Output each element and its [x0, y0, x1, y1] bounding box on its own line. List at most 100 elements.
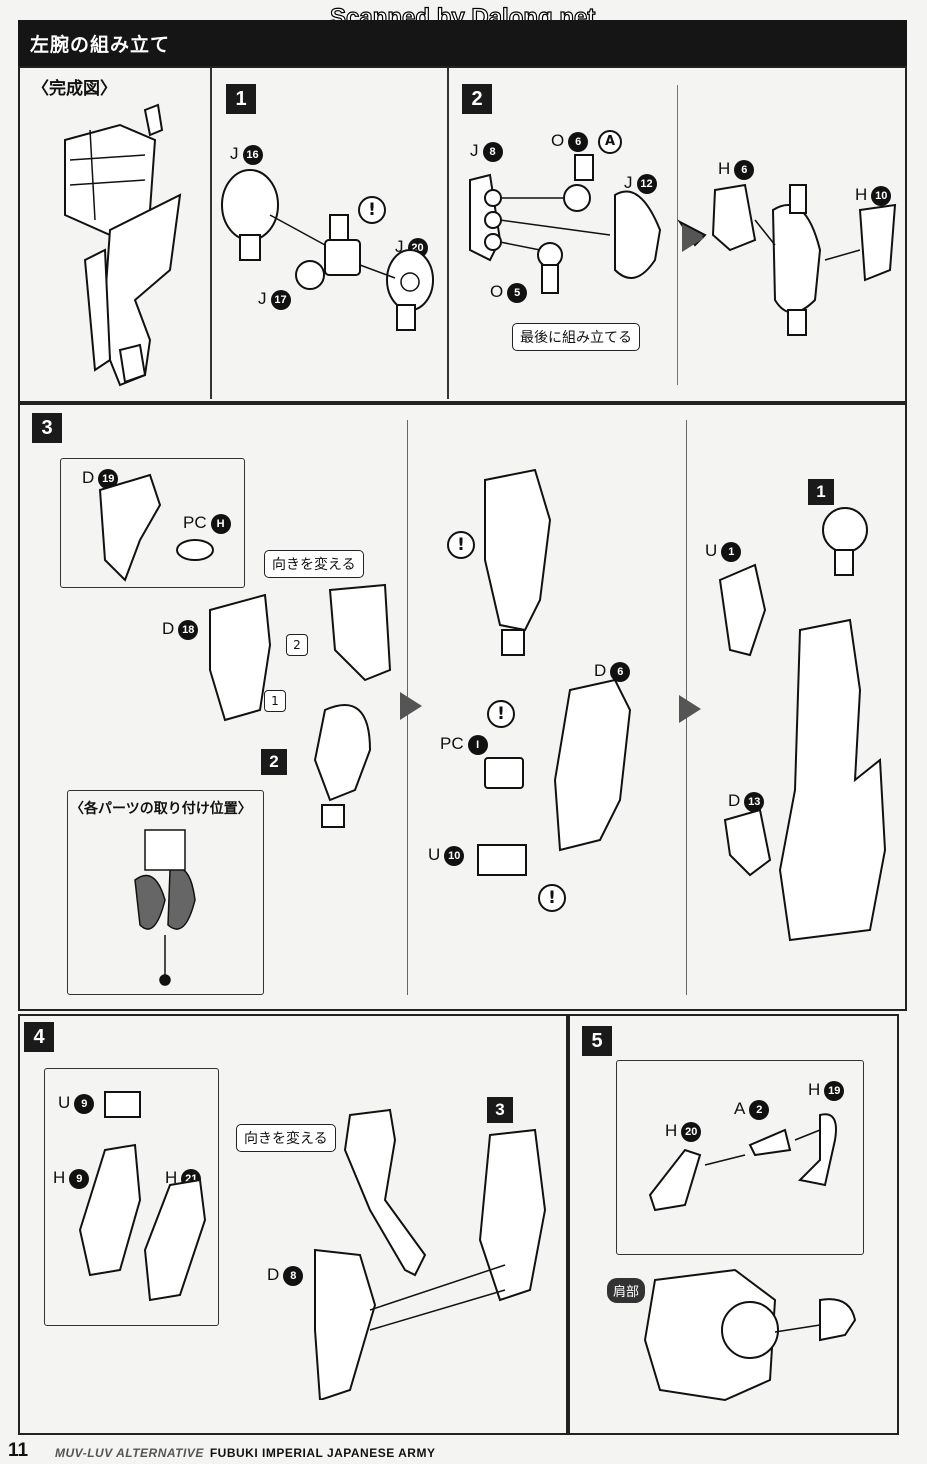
- row1-divider-b: [447, 68, 449, 399]
- part-number-badge: 19: [824, 1080, 845, 1101]
- part-letter: PC: [440, 734, 464, 753]
- part-letter: J: [395, 237, 404, 256]
- part-number-badge: 12: [636, 173, 657, 194]
- complete-arm-illustration: [64, 103, 182, 387]
- step-5-badge: 5: [582, 1026, 612, 1056]
- part-number-badge: 13: [744, 791, 765, 812]
- part-number-badge: 6: [610, 661, 631, 682]
- detail-inset-step5: [616, 1060, 864, 1255]
- caution-icon: !: [447, 531, 475, 559]
- row2-frame: [18, 403, 907, 1011]
- step-ref-1-badge: 1: [808, 479, 834, 505]
- part-number-badge: I: [467, 734, 488, 755]
- part-letter: O: [551, 131, 565, 150]
- complete-figure-label: 〈完成図〉: [32, 79, 117, 98]
- part-letter: D: [594, 661, 607, 680]
- order-marker-1: 1: [264, 690, 286, 712]
- series-name: MUV-LUV ALTERNATIVE: [55, 1446, 204, 1460]
- part-letter: D: [162, 619, 175, 638]
- row1-divider-c: [677, 85, 678, 385]
- part-number-badge: 8: [482, 141, 503, 162]
- order-marker-2: 2: [286, 634, 308, 656]
- assemble-last-note: 最後に組み立てる: [512, 323, 640, 351]
- part-number-badge: H: [210, 513, 231, 534]
- part-number-badge: 6: [568, 131, 589, 152]
- part-number-badge: 9: [74, 1093, 95, 1114]
- section-title: 左腕の組み立て: [30, 34, 171, 56]
- flow-arrow: [400, 692, 422, 720]
- page-number: 11: [8, 1440, 29, 1461]
- step-3-badge: 3: [32, 413, 62, 443]
- part-letter: U: [428, 845, 441, 864]
- part-letter: PC: [183, 513, 207, 532]
- step3c-illustration: [718, 507, 887, 942]
- caution-icon: !: [358, 196, 386, 224]
- part-letter: H: [665, 1121, 678, 1140]
- step5-illustration: [643, 1113, 857, 1402]
- step-ref-3-badge: 3: [487, 1097, 513, 1123]
- attachment-position-inset: [67, 790, 264, 995]
- part-letter: H: [855, 185, 868, 204]
- caution-icon: A: [598, 130, 622, 154]
- part-number-badge: 16: [242, 144, 263, 165]
- part-number-badge: 5: [507, 282, 528, 303]
- part-number-badge: 6: [734, 159, 755, 180]
- part-letter: D: [267, 1265, 280, 1284]
- part-letter: H: [718, 159, 731, 178]
- part-number-badge: 8: [283, 1265, 304, 1286]
- part-letter: U: [705, 541, 718, 560]
- shoulder-tag: 肩部: [607, 1278, 646, 1303]
- part-letter: H: [53, 1168, 66, 1187]
- part-number-badge: 18: [178, 619, 199, 640]
- turn-around-note: 向きを変える: [264, 550, 364, 578]
- part-number-badge: 9: [69, 1168, 90, 1189]
- product-name: FUBUKI IMPERIAL JAPANESE ARMY: [209, 1446, 436, 1460]
- part-number-badge: 20: [681, 1121, 702, 1142]
- row1-frame: [18, 66, 907, 403]
- part-number-badge: 1: [721, 541, 742, 562]
- row1-divider-a: [210, 68, 212, 399]
- detail-inset-d19: [60, 458, 245, 588]
- step1-illustration: [221, 169, 434, 331]
- part-letter: D: [728, 791, 741, 810]
- part-number-badge: 10: [871, 185, 892, 206]
- part-letter: J: [470, 141, 479, 160]
- attachment-position-title: 〈各パーツの取り付け位置〉: [70, 800, 252, 816]
- part-letter: H: [808, 1080, 821, 1099]
- section-header-bar: [18, 20, 907, 66]
- step-ref-2-badge: 2: [261, 749, 287, 775]
- part-letter: U: [58, 1093, 71, 1112]
- part-number-badge: 2: [749, 1099, 770, 1120]
- part-letter: O: [490, 282, 504, 301]
- caution-icon: !: [487, 700, 515, 728]
- flow-arrow: [679, 695, 701, 723]
- part-number-badge: 17: [270, 289, 291, 310]
- row3-frame-step4: [18, 1014, 568, 1435]
- turn-around-note: 向きを変える: [236, 1124, 336, 1152]
- part-letter: A: [734, 1099, 746, 1118]
- part-letter: J: [230, 144, 239, 163]
- part-letter: H: [165, 1168, 178, 1187]
- part-letter: J: [258, 289, 267, 308]
- step3a-illustration: [98, 473, 392, 986]
